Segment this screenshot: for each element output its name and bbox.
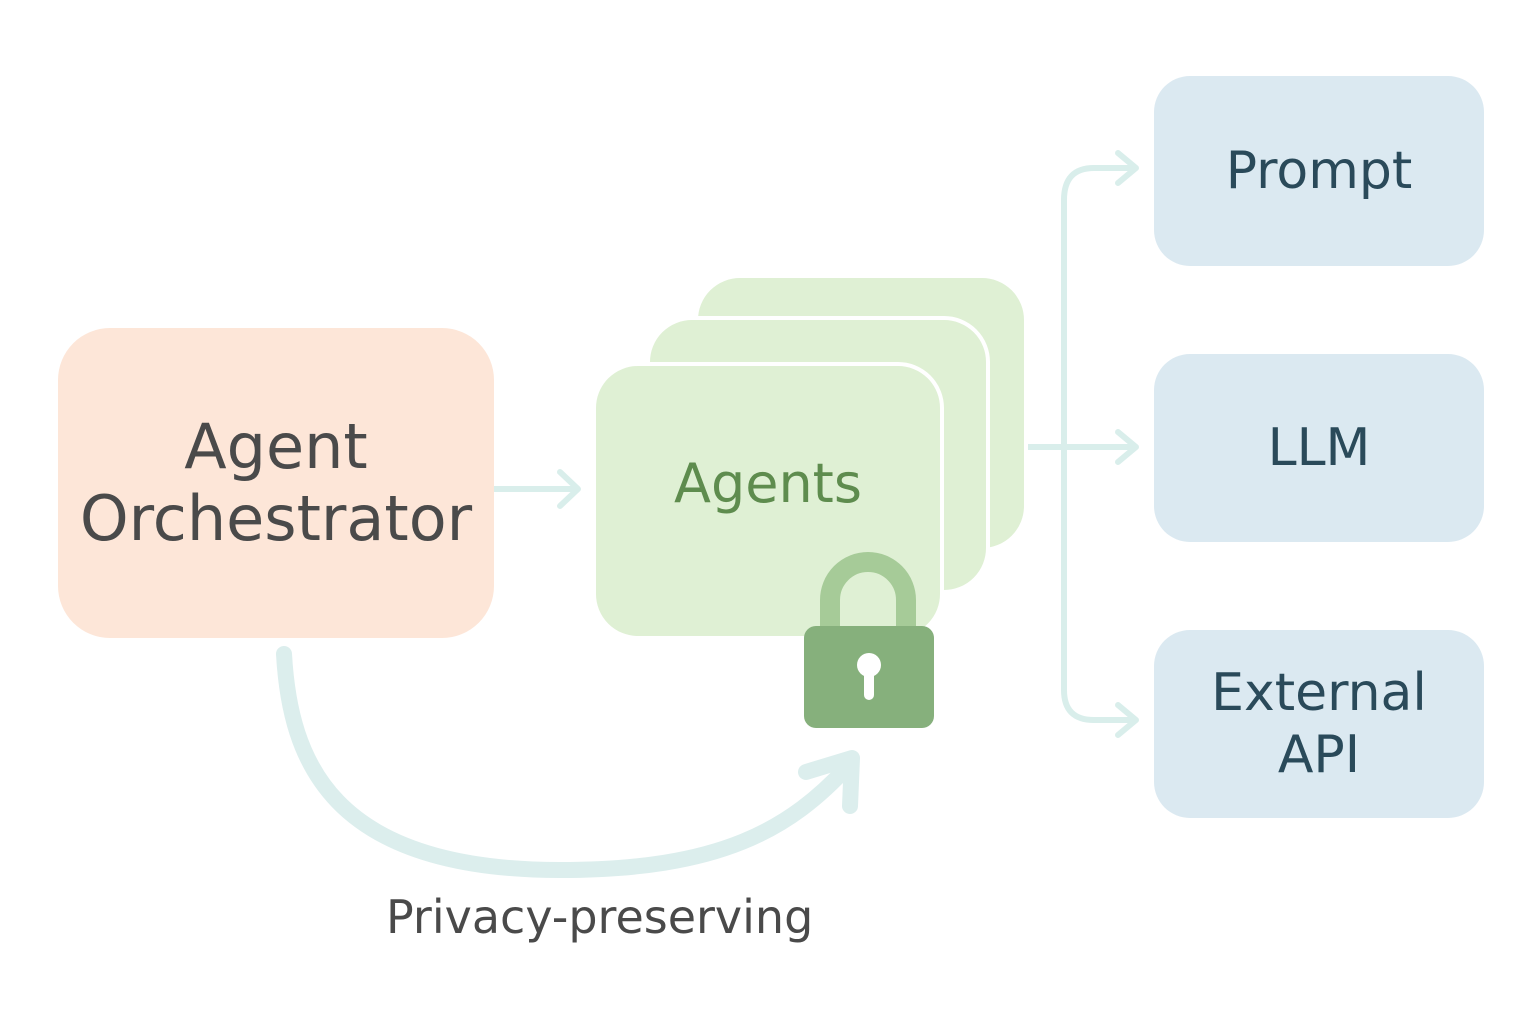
- llm-label: LLM: [1267, 418, 1371, 478]
- arrowhead-external-api: [1115, 702, 1139, 738]
- agent-orchestrator-label-line2: Orchestrator: [79, 482, 473, 555]
- external-api-label-line2: API: [1277, 725, 1361, 785]
- arrowhead-prompt: [1115, 150, 1139, 186]
- branch-trunk: [1061, 165, 1137, 203]
- llm-node: LLM: [1154, 354, 1484, 542]
- prompt-node: Prompt: [1154, 76, 1484, 266]
- arrow-privacy-curve: [276, 646, 858, 878]
- privacy-preserving-label: Privacy-preserving: [386, 890, 814, 944]
- arrowhead-orchestrator-to-agents: [557, 469, 581, 509]
- agents-label: Agents: [674, 451, 862, 515]
- external-api-label-line1: External: [1211, 663, 1427, 723]
- prompt-label: Prompt: [1225, 141, 1413, 201]
- branch-trunk-lower: [1061, 197, 1137, 723]
- arrowhead-privacy: [798, 750, 860, 814]
- agents-node: Agents: [592, 362, 944, 640]
- arrowhead-llm: [1115, 429, 1139, 465]
- agent-orchestrator-node: Agent Orchestrator: [58, 328, 494, 638]
- agent-orchestrator-label-line1: Agent: [184, 410, 368, 483]
- external-api-node: External API: [1154, 630, 1484, 818]
